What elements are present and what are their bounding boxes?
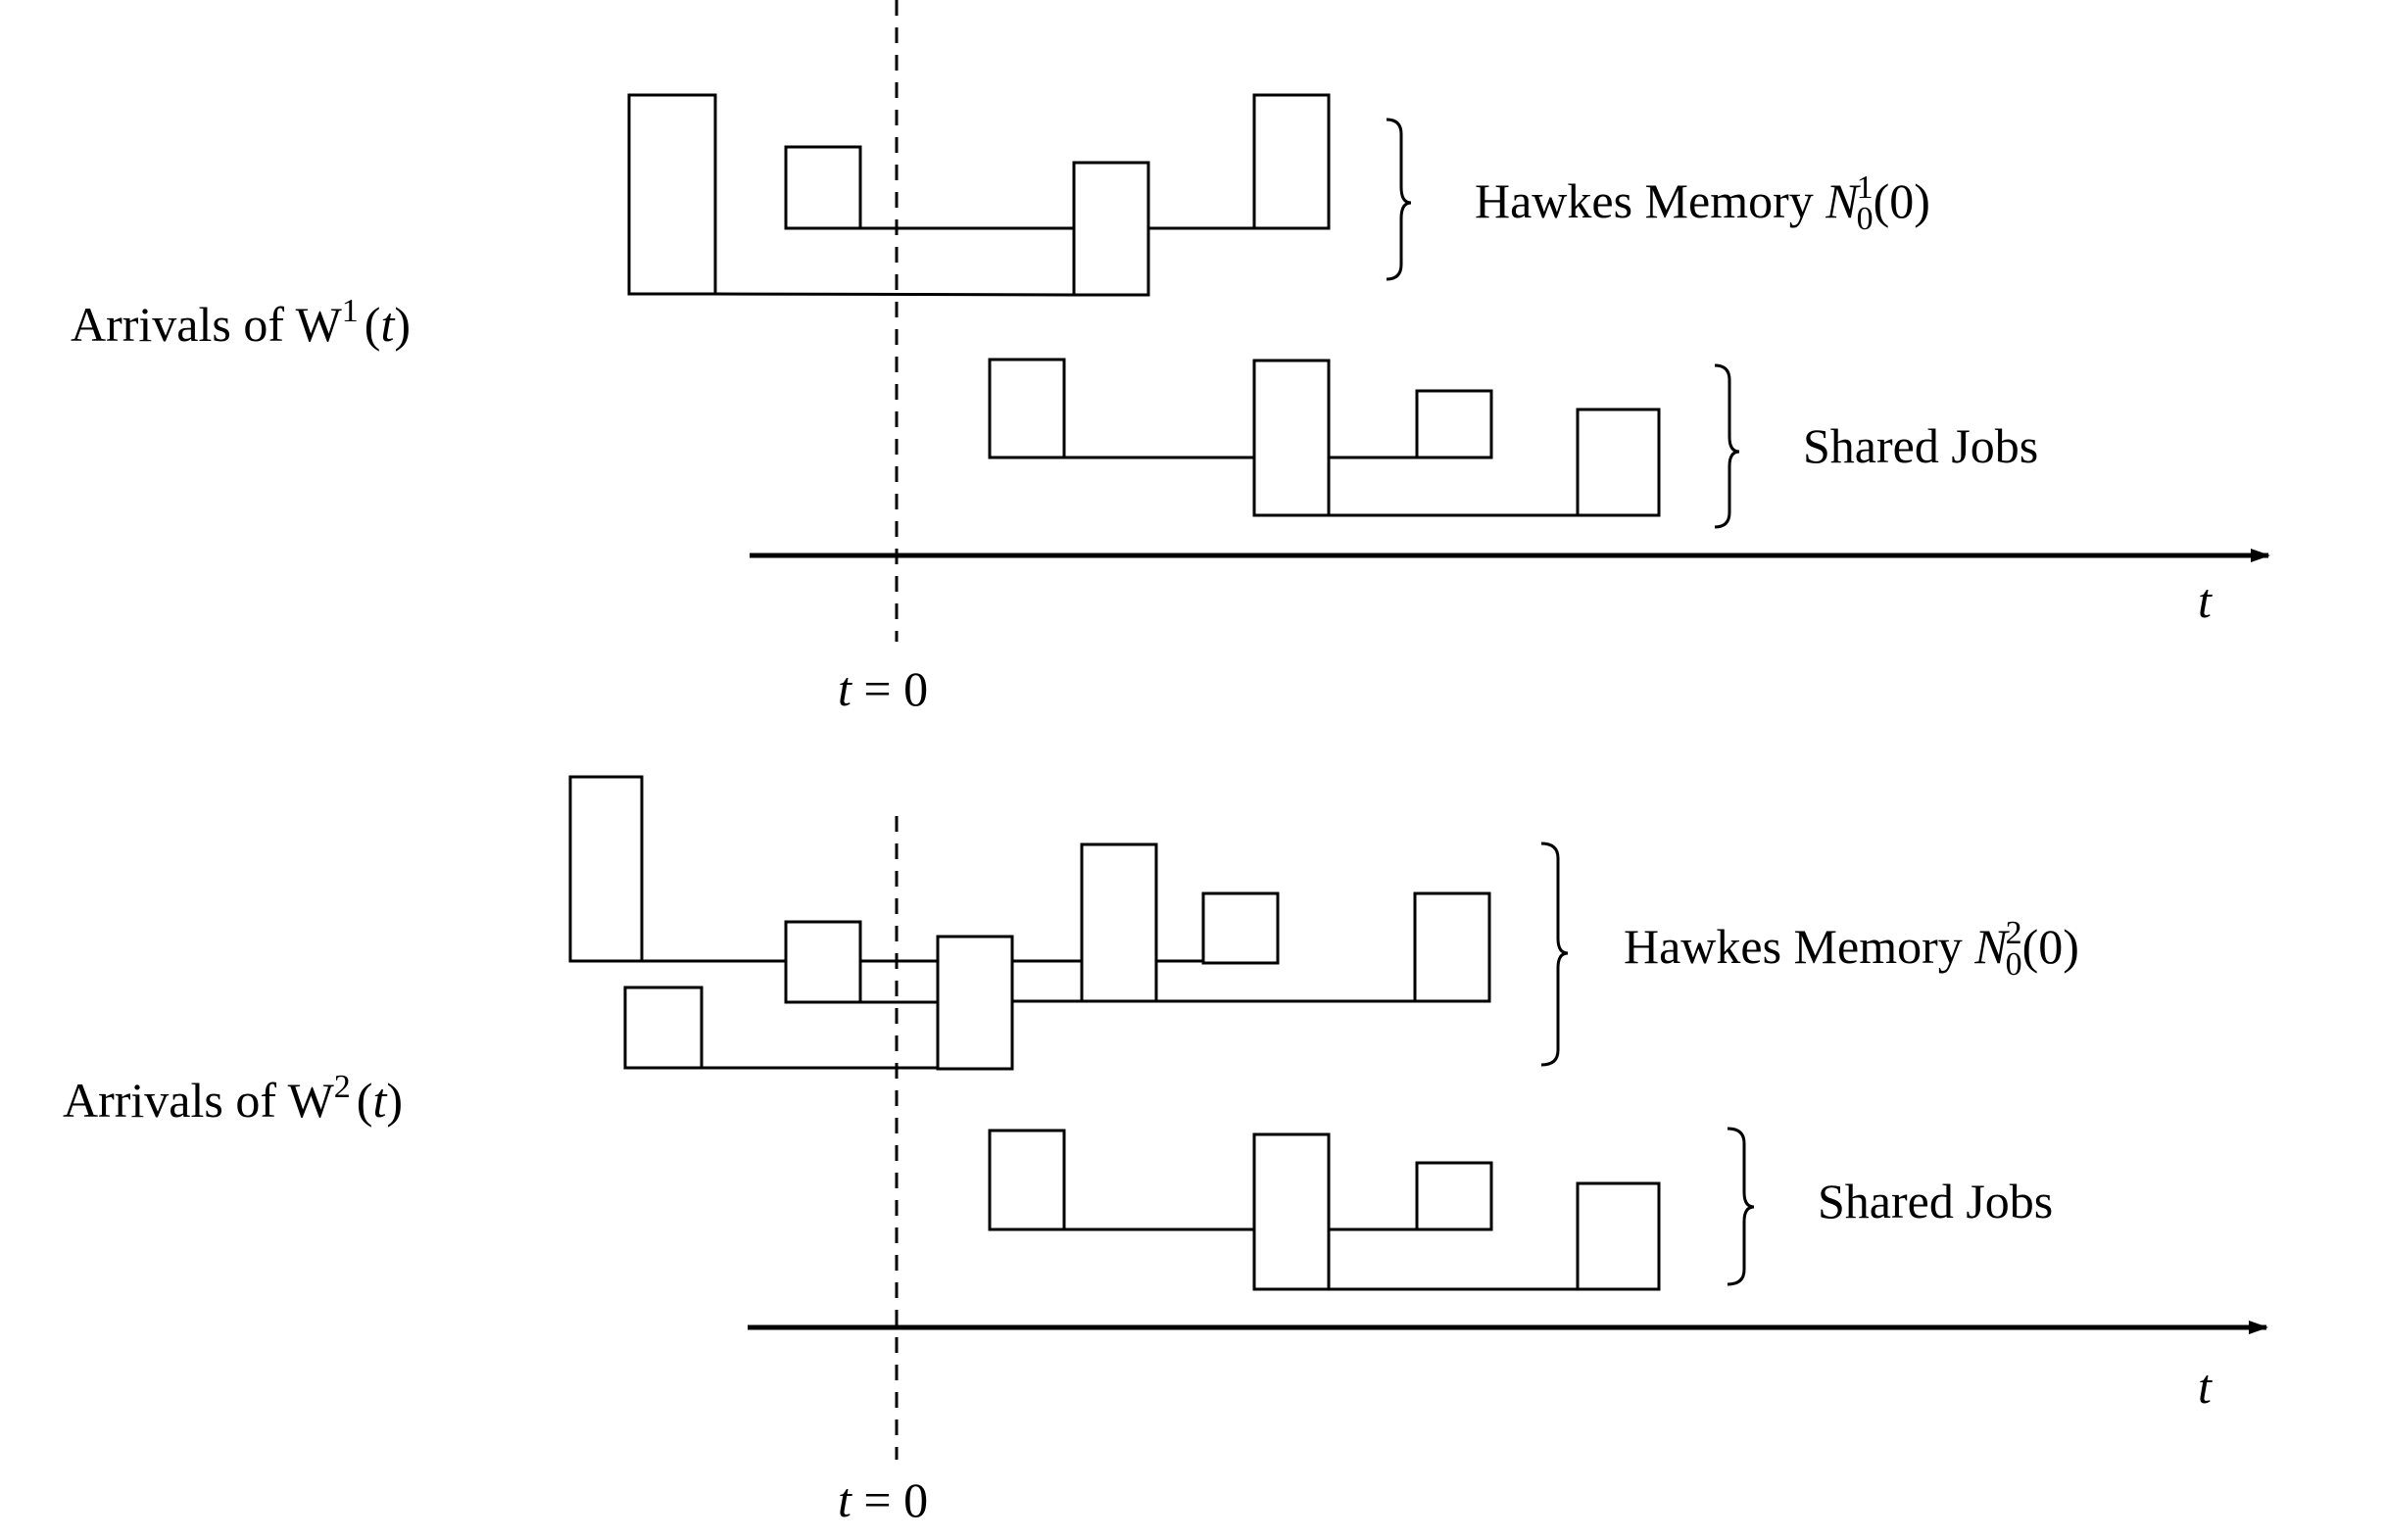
job-bar xyxy=(988,1129,1066,1231)
job-bar xyxy=(936,935,1014,1071)
shared-brace xyxy=(1714,363,1740,529)
t-zero-label: t = 0 xyxy=(838,661,928,716)
job-bar xyxy=(1080,842,1158,1003)
hawkes-memory-group xyxy=(627,93,1331,297)
job-bar xyxy=(568,775,644,963)
job-bar xyxy=(1576,408,1661,517)
job-bar xyxy=(1413,891,1491,1003)
shared-brace xyxy=(1727,1127,1755,1286)
job-bar xyxy=(1415,389,1493,459)
hawkes-memory-group xyxy=(568,775,1491,1071)
axis-label-t: t xyxy=(2198,1359,2213,1414)
job-bar xyxy=(627,93,717,296)
job-bar xyxy=(1576,1181,1661,1291)
arrivals-label: Arrivals of W1(t) xyxy=(71,293,411,352)
shared-jobs-label: Shared Jobs xyxy=(1803,418,2038,473)
shared-jobs-label: Shared Jobs xyxy=(1818,1174,2053,1228)
connector-line xyxy=(714,292,1075,297)
job-bar xyxy=(1252,93,1331,230)
job-bar xyxy=(1072,161,1150,297)
job-bar xyxy=(988,358,1066,459)
job-bar xyxy=(784,145,862,230)
axis-label-t: t xyxy=(2198,573,2213,628)
memory-brace xyxy=(1386,118,1412,281)
job-bar xyxy=(1201,891,1280,965)
t-zero-label: t = 0 xyxy=(838,1472,928,1527)
job-bar xyxy=(784,920,862,1004)
job-bar xyxy=(1415,1161,1493,1231)
job-bar xyxy=(1252,1132,1331,1291)
arrivals-label: Arrivals of W2(t) xyxy=(63,1069,403,1128)
memory-brace xyxy=(1540,842,1569,1067)
shared-jobs-group xyxy=(988,1129,1661,1291)
job-bar xyxy=(623,986,704,1070)
job-bar xyxy=(1252,359,1331,517)
shared-jobs-group xyxy=(988,358,1661,517)
